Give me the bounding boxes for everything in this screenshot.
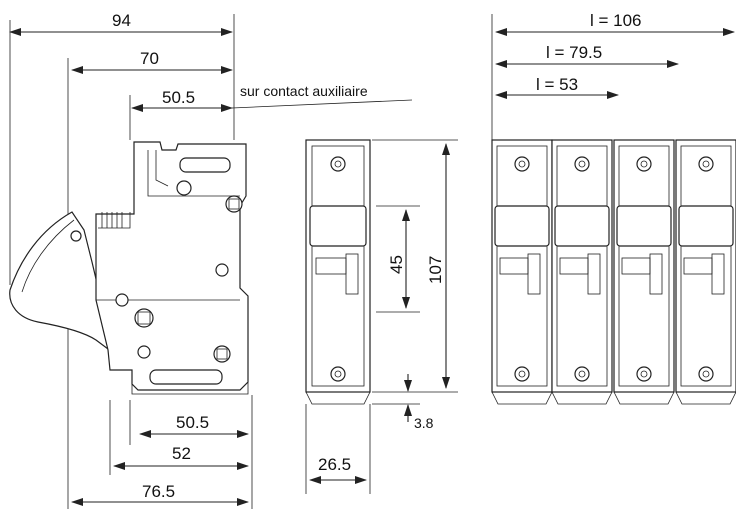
bottom-slot bbox=[149, 369, 223, 385]
side-screw-bottom bbox=[213, 345, 231, 363]
din-rail-clip bbox=[131, 382, 249, 395]
inner-edge-top bbox=[147, 150, 240, 197]
front-lever-slot bbox=[345, 253, 359, 295]
side-screw-middle bbox=[134, 308, 154, 328]
assembly-module-2 bbox=[551, 139, 613, 405]
dimension-label-l-106: l = 106 bbox=[590, 11, 642, 30]
assembly-module-1 bbox=[491, 139, 553, 405]
grip-ribs bbox=[98, 212, 131, 229]
dimension-label-50-5-top: 50.5 bbox=[162, 88, 195, 107]
side-hole-2 bbox=[215, 263, 229, 277]
dimension-label-107: 107 bbox=[426, 256, 445, 284]
side-view: 94 70 50.5 sur contact auxiliaire bbox=[9, 11, 413, 509]
dimension-label-52: 52 bbox=[172, 444, 191, 463]
auxiliary-leader-line bbox=[231, 99, 413, 109]
side-hole-3 bbox=[115, 293, 129, 307]
lever-pivot bbox=[70, 230, 82, 242]
dimension-label-3-8: 3.8 bbox=[414, 415, 434, 431]
hook-detail bbox=[155, 150, 169, 187]
dimension-label-50-5-bottom: 50.5 bbox=[176, 413, 209, 432]
auxiliary-contact-note: sur contact auxiliaire bbox=[240, 83, 368, 99]
front-module-inner bbox=[311, 145, 365, 387]
side-screw-top bbox=[225, 195, 243, 213]
breaker-side-body bbox=[95, 141, 249, 391]
dimension-label-45: 45 bbox=[387, 255, 406, 274]
front-fuse-cover bbox=[309, 205, 367, 247]
lever-handle bbox=[9, 211, 113, 354]
dimension-label-26-5: 26.5 bbox=[318, 455, 351, 474]
front-module-body bbox=[305, 139, 371, 393]
front-terminal-bottom bbox=[330, 366, 346, 382]
side-hole-1 bbox=[176, 180, 192, 196]
side-screw-top-head bbox=[228, 198, 240, 210]
lever-contour bbox=[21, 219, 75, 293]
side-screw-bottom-head bbox=[216, 348, 228, 360]
assembly-module-3 bbox=[613, 139, 675, 405]
dimension-label-94: 94 bbox=[112, 11, 131, 30]
top-slot bbox=[179, 157, 231, 173]
assembly-view: l = 106 l = 79.5 l = 53 bbox=[491, 11, 736, 405]
dimension-label-l-79-5: l = 79.5 bbox=[546, 43, 602, 62]
front-view: 45 107 3.8 26.5 bbox=[305, 139, 458, 494]
dimension-label-l-53: l = 53 bbox=[536, 75, 578, 94]
assembly-module-4 bbox=[675, 139, 736, 405]
side-hole-4 bbox=[137, 345, 151, 359]
front-terminal-top bbox=[330, 156, 346, 172]
front-rail-foot bbox=[305, 391, 371, 405]
dimension-label-70: 70 bbox=[140, 49, 159, 68]
dimension-label-76-5: 76.5 bbox=[142, 482, 175, 501]
side-screw-middle-head bbox=[137, 311, 151, 325]
